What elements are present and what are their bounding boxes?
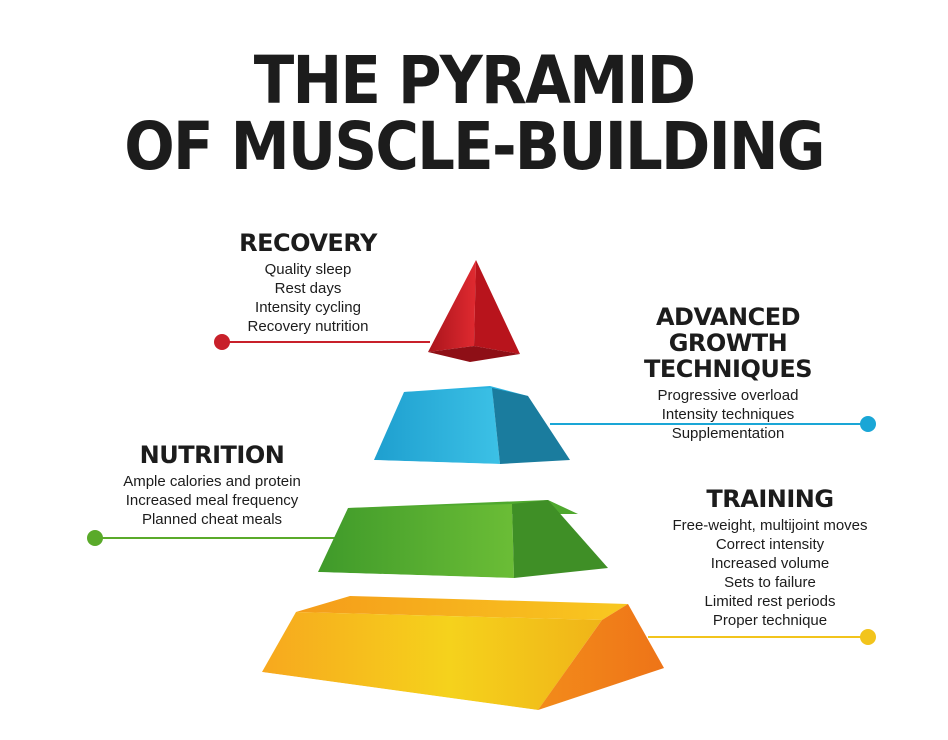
nutrition-block: NUTRITION Ample calories and protein Inc… — [92, 442, 332, 529]
pyramid-tier-advanced — [374, 386, 570, 468]
nutrition-item: Planned cheat meals — [141, 511, 283, 528]
title-line-1: THE PYRAMID — [253, 42, 696, 119]
title-line-2: OF MUSCLE-BUILDING — [124, 108, 825, 185]
advanced-heading-line-1: ADVANCED GROWTH — [655, 303, 801, 357]
advanced-item: Supplementation — [671, 425, 785, 442]
training-item: Sets to failure — [724, 574, 816, 591]
advanced-heading-line-2: TECHNIQUES — [643, 355, 813, 383]
training-item: Limited rest periods — [704, 593, 836, 610]
recovery-item: Intensity cycling — [255, 299, 361, 316]
pyramid-tier-nutrition — [318, 500, 608, 582]
advanced-item: Progressive overload — [657, 387, 799, 404]
connector-training — [648, 629, 876, 645]
connector-nutrition — [87, 530, 335, 546]
training-item: Proper technique — [712, 612, 828, 629]
recovery-item: Recovery nutrition — [247, 318, 369, 335]
recovery-item: Rest days — [274, 280, 342, 297]
connector-advanced — [550, 416, 876, 432]
pyramid-tier-recovery — [428, 260, 520, 362]
nutrition-item: Increased meal frequency — [125, 492, 299, 509]
training-item: Correct intensity — [715, 536, 825, 553]
pyramid-tier-training — [262, 596, 664, 716]
nutrition-heading: NUTRITION — [139, 441, 285, 469]
recovery-block: RECOVERY Quality sleep Rest days Intensi… — [188, 230, 428, 336]
training-item: Increased volume — [710, 555, 830, 572]
training-heading: TRAINING — [706, 485, 834, 513]
recovery-heading: RECOVERY — [239, 229, 377, 257]
training-block: TRAINING Free-weight, multijoint moves C… — [660, 486, 880, 630]
nutrition-item: Ample calories and protein — [123, 473, 301, 490]
recovery-item: Quality sleep — [264, 261, 352, 278]
training-item: Free-weight, multijoint moves — [672, 517, 868, 534]
connector-recovery — [214, 334, 430, 350]
advanced-block: ADVANCED GROWTH TECHNIQUES Progressive o… — [598, 304, 858, 443]
advanced-item: Intensity techniques — [661, 406, 795, 423]
